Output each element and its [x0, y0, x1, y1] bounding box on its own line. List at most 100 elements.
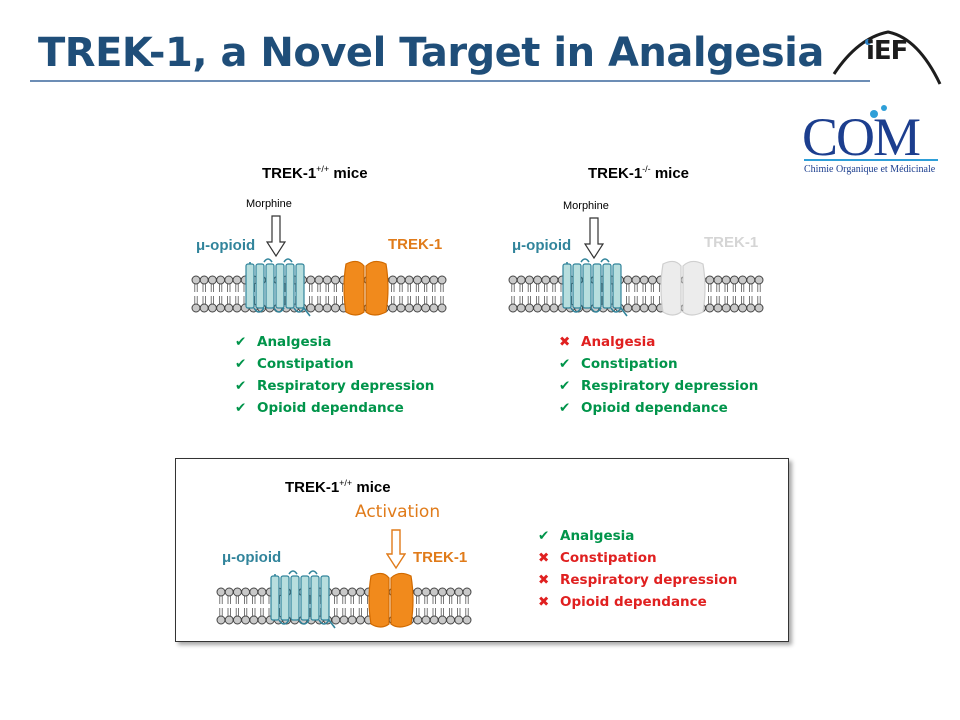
effect-text: Opioid dependance	[581, 400, 728, 416]
lipid	[754, 275, 764, 313]
lipid	[721, 275, 731, 313]
panel1-channel-label: TREK-1	[388, 236, 443, 253]
panel3-effect-item: ✖ Constipation	[538, 547, 737, 569]
panel1-down-arrow-icon	[266, 215, 286, 258]
panel3-effect-item: ✖Opioid dependance	[538, 591, 737, 613]
panel2-genotype: -/-	[642, 164, 651, 174]
lipid	[705, 275, 715, 313]
lipid	[639, 275, 649, 313]
lipid	[216, 587, 226, 625]
lipid	[462, 587, 472, 625]
panel3-effects: ✔ Analgesia ✖ Constipation ✖Respiratory de…	[538, 525, 737, 613]
lipid	[508, 275, 518, 313]
com-logo: COM Chimie Organique et Médicinale	[800, 102, 942, 180]
lipid	[355, 587, 365, 625]
effect-text: Constipation	[257, 356, 354, 372]
lipid	[446, 587, 456, 625]
check-icon: ✔	[559, 356, 571, 372]
panel3-effect-item: ✖Respiratory depression	[538, 569, 737, 591]
effect-text: Constipation	[581, 356, 678, 372]
lipid	[738, 275, 748, 313]
lipid	[224, 275, 234, 313]
lipid	[347, 587, 357, 625]
lipid	[232, 275, 242, 313]
lipid	[421, 587, 431, 625]
slide-title: TREK-1, a Novel Target in Analgesia	[38, 30, 824, 76]
lipid	[454, 587, 464, 625]
com-logo-text: COM	[802, 107, 921, 167]
lipid	[232, 587, 242, 625]
lipid	[549, 275, 559, 313]
panel1-receptor-label: μ-opioid	[196, 237, 256, 254]
lipid	[191, 275, 201, 313]
effect-text: Analgesia	[560, 528, 635, 544]
lipid	[533, 275, 543, 313]
panel1-drug-label: Morphine	[246, 198, 292, 210]
panel3-mice-label: TREK-1+/+ mice	[285, 478, 391, 496]
lipid	[421, 275, 431, 313]
lipid	[631, 275, 641, 313]
cross-icon: ✖	[538, 594, 550, 610]
lipid	[647, 275, 657, 313]
lipid	[241, 587, 251, 625]
effect-text: Respiratory depression	[581, 378, 759, 394]
lipid	[429, 275, 439, 313]
lipid	[413, 587, 423, 625]
lipid	[541, 275, 551, 313]
panel2-channel-knockout	[660, 260, 706, 316]
lipid	[314, 275, 324, 313]
panel1-channel	[343, 260, 389, 316]
panel3-membrane-diagram	[216, 570, 472, 629]
panel3-genotype: +/+	[339, 478, 353, 488]
iecb-logo: iEF	[828, 18, 944, 88]
cross-icon: ✖	[538, 572, 550, 588]
panel1-mice-label: TREK-1+/+ mice	[262, 164, 368, 182]
check-icon: ✔	[559, 378, 571, 394]
panel1-effect-item: ✔Respiratory depression	[235, 375, 434, 397]
lipid	[429, 587, 439, 625]
panel1-effect-item: ✔ Analgesia	[235, 331, 434, 353]
lipid	[746, 275, 756, 313]
panel2-gene: TREK-1	[588, 165, 643, 182]
lipid	[207, 275, 217, 313]
effect-text: Analgesia	[581, 334, 656, 350]
iecb-logo-text: iEF	[866, 36, 908, 66]
lipid	[437, 587, 447, 625]
panel1-gene: TREK-1	[262, 165, 317, 182]
lipid	[331, 587, 341, 625]
panel1-effect-item: ✔ Opioid dependance	[235, 397, 434, 419]
panel2-membrane-diagram	[508, 258, 764, 317]
lipid	[516, 275, 526, 313]
panel3-effect-item: ✔ Analgesia	[538, 525, 737, 547]
lipid	[199, 275, 209, 313]
check-icon: ✔	[235, 356, 247, 372]
lipid	[623, 275, 633, 313]
panel3-gene: TREK-1	[285, 479, 340, 496]
title-underline	[30, 80, 870, 82]
lipid	[224, 587, 234, 625]
lipid	[524, 275, 534, 313]
check-icon: ✔	[235, 334, 247, 350]
panel2-effect-item: ✔ Constipation	[559, 353, 758, 375]
panel2-mice-label: TREK-1-/- mice	[588, 164, 689, 182]
check-icon: ✔	[235, 378, 247, 394]
check-icon: ✔	[538, 528, 550, 544]
lipid	[404, 275, 414, 313]
cross-icon: ✖	[559, 334, 571, 350]
effect-text: Constipation	[560, 550, 657, 566]
panel1-effect-item: ✔ Constipation	[235, 353, 434, 375]
flask-icon	[804, 105, 938, 161]
check-icon: ✔	[235, 400, 247, 416]
lipid	[322, 275, 332, 313]
lipid	[713, 275, 723, 313]
lipid	[257, 587, 267, 625]
lipid	[216, 275, 226, 313]
effect-text: Analgesia	[257, 334, 332, 350]
lipid	[249, 587, 259, 625]
cross-icon: ✖	[538, 550, 550, 566]
panel3-channel	[368, 572, 414, 628]
panel2-receptor-label: μ-opioid	[512, 237, 572, 254]
effect-text: Opioid dependance	[257, 400, 404, 416]
check-icon: ✔	[559, 400, 571, 416]
panel1-effects: ✔ Analgesia ✔ Constipation ✔Respiratory de…	[235, 331, 434, 419]
